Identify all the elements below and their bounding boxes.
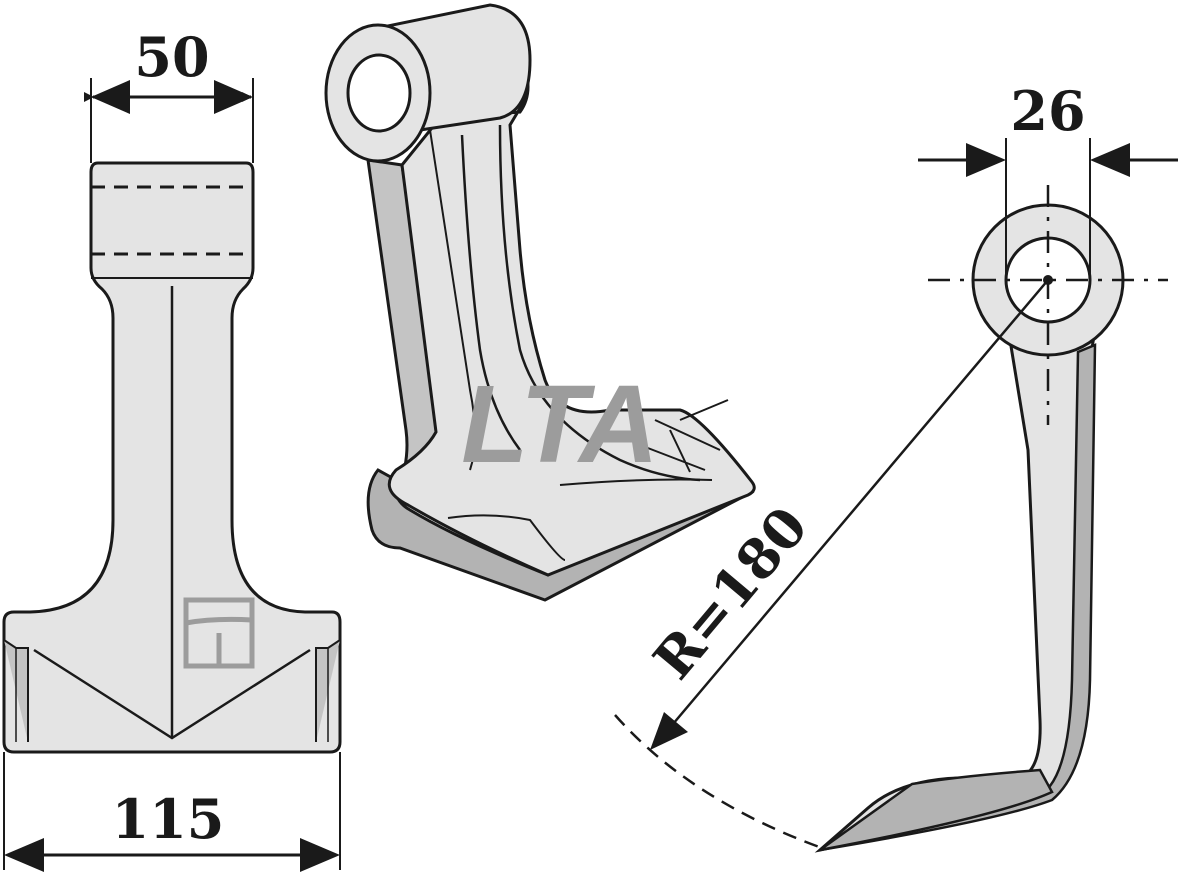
edge-tip-line bbox=[679, 399, 729, 421]
dimension-top-width: 50 bbox=[84, 25, 254, 163]
blade-edge-lines bbox=[639, 419, 721, 473]
dimension-label-50: 50 bbox=[134, 25, 209, 89]
radius-line bbox=[661, 279, 1049, 738]
dimension-label-115: 115 bbox=[112, 787, 225, 851]
brand-mark-icon bbox=[183, 597, 255, 669]
radius-arc bbox=[614, 714, 823, 850]
side-arm bbox=[814, 328, 1097, 853]
shank-line-1 bbox=[460, 134, 522, 451]
blade-line-2 bbox=[559, 478, 713, 486]
radius-arrowhead bbox=[650, 712, 688, 750]
hub-bore bbox=[346, 53, 412, 133]
front-view bbox=[2, 161, 342, 754]
dimension-bore-width: 26 bbox=[918, 79, 1178, 280]
dimension-bottom-width: 115 bbox=[3, 752, 341, 872]
side-arm-bevel bbox=[819, 768, 1054, 852]
perspective-view: LTA bbox=[324, 3, 756, 602]
shank-line-3 bbox=[429, 129, 476, 471]
watermark-logo: LTA bbox=[461, 363, 659, 486]
blade-line-1 bbox=[447, 514, 566, 561]
shank-line-2 bbox=[498, 124, 701, 482]
perspective-body bbox=[387, 38, 756, 577]
dimension-label-26: 26 bbox=[1010, 79, 1085, 143]
blade-v-edges bbox=[33, 648, 311, 740]
